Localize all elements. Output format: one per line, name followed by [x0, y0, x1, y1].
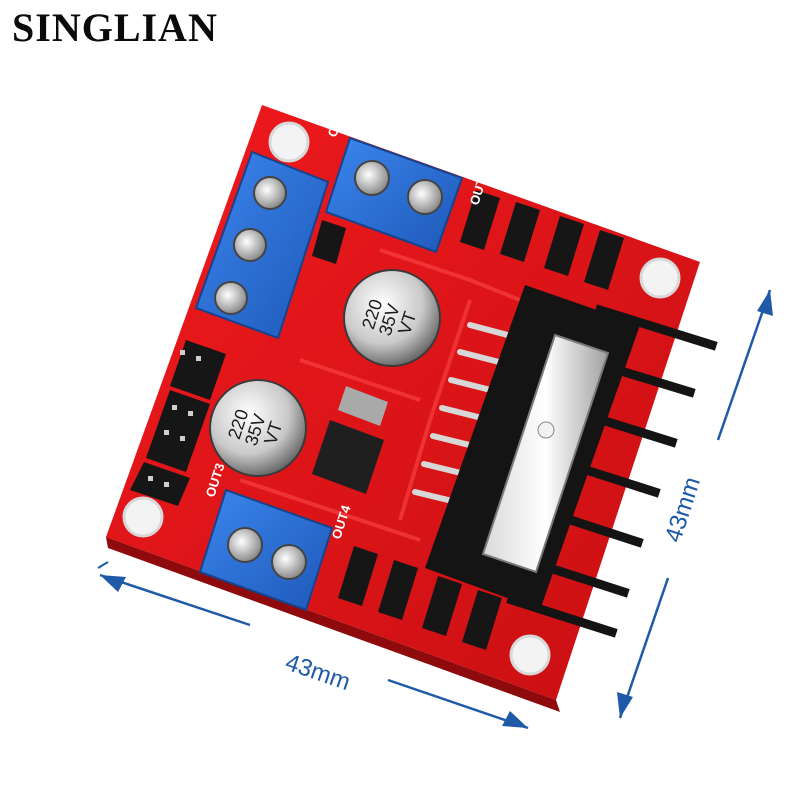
terminal-screw — [354, 160, 390, 196]
input-pin-header — [130, 340, 226, 506]
height-label: 43mm — [660, 474, 706, 546]
out3-terminal — [198, 488, 334, 612]
width-label: 43mm — [282, 649, 354, 696]
top-diodes — [460, 190, 624, 290]
pcb-edge — [106, 537, 560, 712]
terminal-screw — [271, 544, 307, 580]
capacitor-top: 220 35V VT — [343, 269, 441, 367]
power-terminal — [194, 150, 330, 340]
pcb-traces — [239, 248, 521, 542]
mounting-hole — [122, 496, 164, 538]
out2-terminal — [324, 136, 464, 254]
mounting-hole — [509, 634, 551, 676]
terminal-screw — [233, 228, 267, 262]
chip-mount-screw — [537, 421, 555, 439]
height-dimension — [617, 289, 773, 719]
terminal-screw — [227, 527, 263, 563]
silk-out2: OUT2 — [325, 101, 350, 139]
header-pins — [148, 350, 201, 487]
voltage-regulator — [312, 386, 388, 494]
brand-logo: SINGLIAN — [12, 5, 218, 50]
l298n-chip — [481, 333, 610, 574]
mounting-hole — [268, 121, 310, 163]
bottom-diodes — [338, 546, 502, 650]
l298n-board: 220 35V VT 220 35V VT — [106, 101, 718, 712]
terminal-screw — [407, 179, 443, 215]
width-dimension — [97, 561, 529, 730]
terminal-screw — [214, 281, 248, 315]
mounting-hole — [639, 257, 681, 299]
terminal-screw — [253, 176, 287, 210]
enable-jumper — [312, 220, 346, 264]
svg-text:220 35V VT: 220 35V VT — [358, 291, 423, 344]
capacitor-bottom: 220 35V VT — [209, 379, 307, 477]
